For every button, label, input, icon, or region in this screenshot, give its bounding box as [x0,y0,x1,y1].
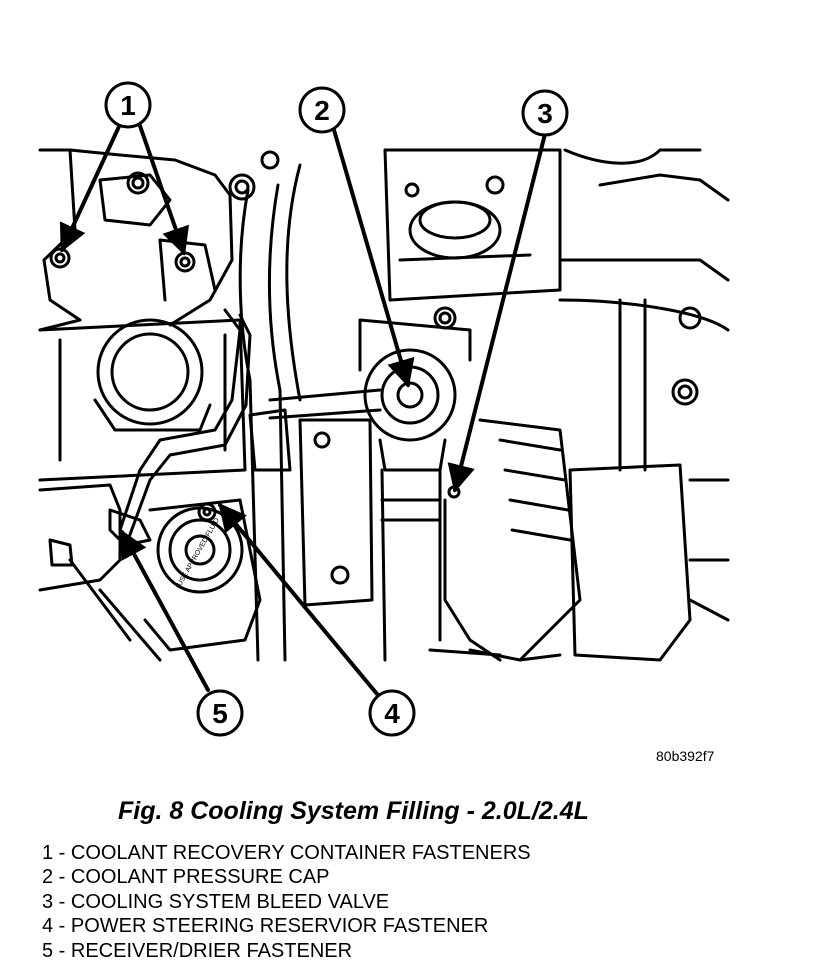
image-code: 80b392f7 [656,748,715,764]
legend-item: 2 - COOLANT PRESSURE CAP [42,866,330,889]
callout-1-label: 1 [120,90,136,121]
callout-2-label: 2 [314,95,330,126]
right-hoses [558,148,730,332]
electrical-connector [468,298,730,662]
recovery-bottle [38,318,247,482]
callout-5-label: 5 [212,698,228,729]
callout-4-label: 4 [384,698,400,729]
callout-3-label: 3 [537,98,553,129]
figure-title: Fig. 8 Cooling System Filling - 2.0L/2.4… [118,797,589,825]
legend-item: 1 - COOLANT RECOVERY CONTAINER FASTENERS [42,842,531,864]
callout-4: 4 [368,689,416,737]
callout-3: 3 [521,89,569,137]
legend-item: 4 - POWER STEERING RESERVIOR FASTENER [42,915,489,938]
engine-diagram: 1 2 3 4 5 USE APPROVED FLUID [38,81,730,737]
callout-1: 1 [104,81,152,129]
lower-center-parts [298,418,562,662]
legend-item: 5 - RECEIVER/DRIER FASTENER [42,939,353,962]
callout-2: 2 [298,86,346,134]
callout-5: 5 [196,689,244,737]
hose-lines [118,163,382,662]
legend-item: 3 - COOLING SYSTEM BLEED VALVE [42,890,390,913]
power-steering-reservoir [38,483,262,662]
pressure-cap-assembly [358,318,472,662]
legend: 1 - COOLANT RECOVERY CONTAINER FASTENERS… [42,841,531,963]
leader-lines [59,118,547,702]
upper-reservoir [383,148,562,330]
